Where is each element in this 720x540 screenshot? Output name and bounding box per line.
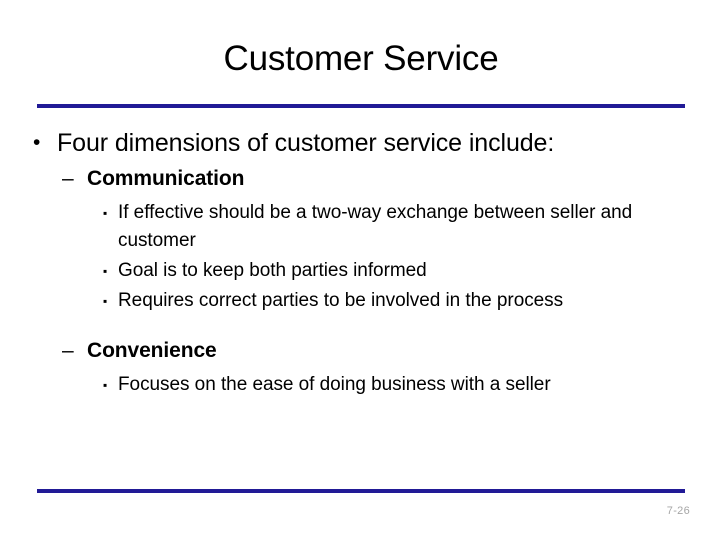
list-item-text: Requires correct parties to be involved … (118, 290, 564, 311)
list-item: ▪ Focuses on the ease of doing business … (103, 371, 688, 399)
list-item: ▪ Goal is to keep both parties informed (103, 257, 688, 285)
list-item-text: Goal is to keep both parties informed (118, 260, 427, 281)
list-item-text: Convenience (87, 339, 217, 362)
bullet-dash-icon: – (62, 339, 74, 362)
bullet-square-icon: ▪ (103, 264, 108, 278)
bullet-dash-icon: – (62, 167, 74, 190)
bullet-square-icon: ▪ (103, 206, 108, 220)
bullet-square-icon: ▪ (103, 294, 108, 308)
list-item: – Communication (62, 165, 688, 192)
list-item-text: Focuses on the ease of doing business wi… (118, 374, 551, 395)
slide-title-placeholder: Customer Service (37, 39, 685, 79)
list-item-text: Four dimensions of customer service incl… (57, 129, 555, 157)
list-item: – Convenience (62, 337, 688, 364)
list-item: ▪ If effective should be a two-way excha… (103, 199, 688, 255)
list-item: ▪ Requires correct parties to be involve… (103, 287, 688, 315)
divider-top (37, 104, 685, 108)
bullet-dot-icon: • (33, 131, 41, 154)
list-item: • Four dimensions of customer service in… (33, 128, 688, 158)
bullet-square-icon: ▪ (103, 378, 108, 392)
list-item-text: Communication (87, 167, 245, 190)
divider-bottom (37, 489, 685, 493)
slide-number: 7-26 (666, 505, 690, 517)
list-item-text: If effective should be a two-way exchang… (118, 202, 633, 251)
slide-body-placeholder: • Four dimensions of customer service in… (28, 128, 688, 401)
page-title: Customer Service (223, 39, 499, 78)
